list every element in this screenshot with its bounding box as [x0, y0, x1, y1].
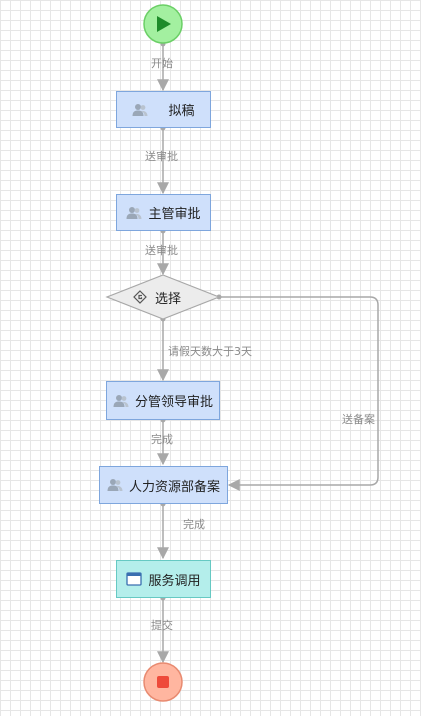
- edge-label-choice-leader: 请假天数大于3天: [168, 345, 252, 358]
- gateway-choice-label-group: 选择: [133, 288, 182, 307]
- user-group-icon: [113, 394, 129, 407]
- task-leader-approval[interactable]: 分管领导审批: [106, 381, 220, 420]
- edge-label-leader-hr: 完成: [151, 433, 173, 446]
- play-icon: [157, 16, 171, 32]
- edge-choice-hr[interactable]: [219, 296, 379, 491]
- user-group-icon: [126, 206, 142, 219]
- edge-label-supervisor-choice: 送审批: [145, 244, 178, 257]
- task-leader-approval-label: 分管领导审批: [134, 395, 213, 410]
- task-supervisor-approval-label: 主管审批: [148, 207, 201, 222]
- edge-label-start-draft: 开始: [151, 57, 173, 70]
- end-event[interactable]: [143, 662, 183, 702]
- user-group-icon: [107, 479, 123, 491]
- task-service-call-label: 服务调用: [148, 573, 201, 589]
- gateway-choice-label: 选择: [155, 291, 182, 307]
- start-event[interactable]: [143, 4, 183, 44]
- edge-label-choice-hr: 送备案: [342, 413, 375, 426]
- edge-label-hr-service: 完成: [183, 518, 205, 531]
- edge-label-service-end: 提交: [151, 619, 173, 632]
- gateway-icon: [133, 290, 147, 304]
- gateway-choice[interactable]: [105, 274, 221, 320]
- task-draft[interactable]: 拟稿: [116, 91, 211, 128]
- task-hr-filing-label: 人力资源部备案: [128, 479, 220, 495]
- user-group-icon: [132, 103, 148, 116]
- task-service-call[interactable]: 服务调用: [116, 560, 211, 598]
- task-hr-filing[interactable]: 人力资源部备案: [99, 466, 228, 504]
- task-supervisor-approval[interactable]: 主管审批: [116, 194, 211, 231]
- edge-label-draft-supervisor: 送审批: [145, 150, 178, 163]
- task-draft-label: 拟稿: [168, 104, 195, 119]
- window-icon: [126, 572, 143, 586]
- stop-icon: [157, 676, 169, 688]
